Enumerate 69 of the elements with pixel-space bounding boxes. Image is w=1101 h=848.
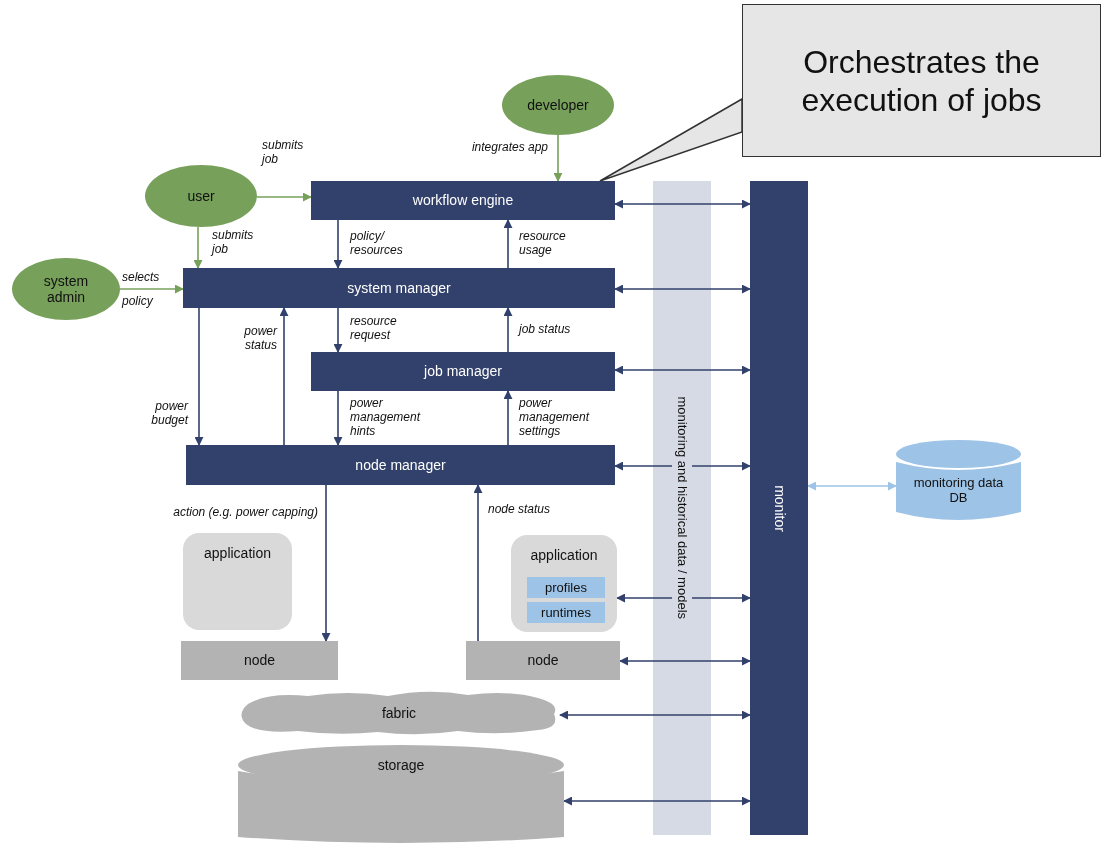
edge-label: resource usage [519,229,567,257]
arrow [553,134,563,182]
edge-label: integrates app [470,140,548,154]
node-label: node manager [355,455,446,475]
process-box [311,181,615,220]
node-label: job manager [424,362,502,381]
process-box [527,602,605,623]
container-box [183,533,292,630]
arrow [321,484,331,642]
node-label: runtimes [541,603,591,622]
arrow [473,484,483,642]
arrow [256,192,312,202]
node-label: developer [526,97,590,113]
edge-label: power status [243,324,277,352]
node-label: Orchestrates the execution of jobs [800,42,1043,119]
node-label: storage [377,756,425,775]
node-label: profiles [545,578,587,597]
node-label: fabric [381,703,417,723]
container-box [511,535,617,632]
edge-label: power budget [150,399,188,427]
node-box [466,641,620,680]
process-box [186,445,615,485]
arrow [503,219,513,269]
callout-pointer [599,97,743,182]
node-label: monitor [770,484,789,532]
monitor-bar [750,181,808,835]
edge-label: submits job [212,228,255,256]
arrow [279,307,289,446]
arrow [614,365,751,375]
node-label: application [530,547,598,563]
arrow [614,284,751,294]
arrow [563,796,751,806]
storage-cylinder [238,745,564,845]
arrow [333,219,343,269]
edge-label: power management settings [519,396,591,438]
node-label: system admin [42,273,90,305]
arrow [194,307,204,446]
arrow [503,307,513,353]
arrow [619,656,751,666]
edge-label: submits job [262,138,305,166]
band-label: monitoring and historical data / models [672,396,692,620]
edge-label: selects policy [122,269,161,310]
arrow [503,390,513,446]
arrow [333,307,343,353]
node-box [181,641,338,680]
node-label: system manager [347,278,451,298]
arrow [614,199,751,209]
edge-label: node status [488,502,552,516]
process-box [527,577,605,598]
callout-box [742,4,1101,157]
edge-label: resource request [350,314,398,342]
edge-label: action (e.g. power capping) [172,505,318,519]
process-box [311,352,615,391]
edge-label: job status [519,322,572,336]
arrow [193,226,203,269]
arrow [559,710,751,720]
node-label: monitoring data DB [912,475,1005,505]
arrow [807,481,897,491]
database-cylinder [896,440,1021,522]
node-label: node [243,651,276,670]
node-label: node [527,651,559,670]
node-label: application [204,545,271,561]
node-label: user [186,188,216,204]
arrow [333,390,343,446]
edge-label: power management hints [350,396,422,438]
process-box [183,268,615,308]
arrow [119,284,184,294]
node-label: workflow engine [412,191,514,210]
edge-label: policy/ resources [350,229,404,257]
